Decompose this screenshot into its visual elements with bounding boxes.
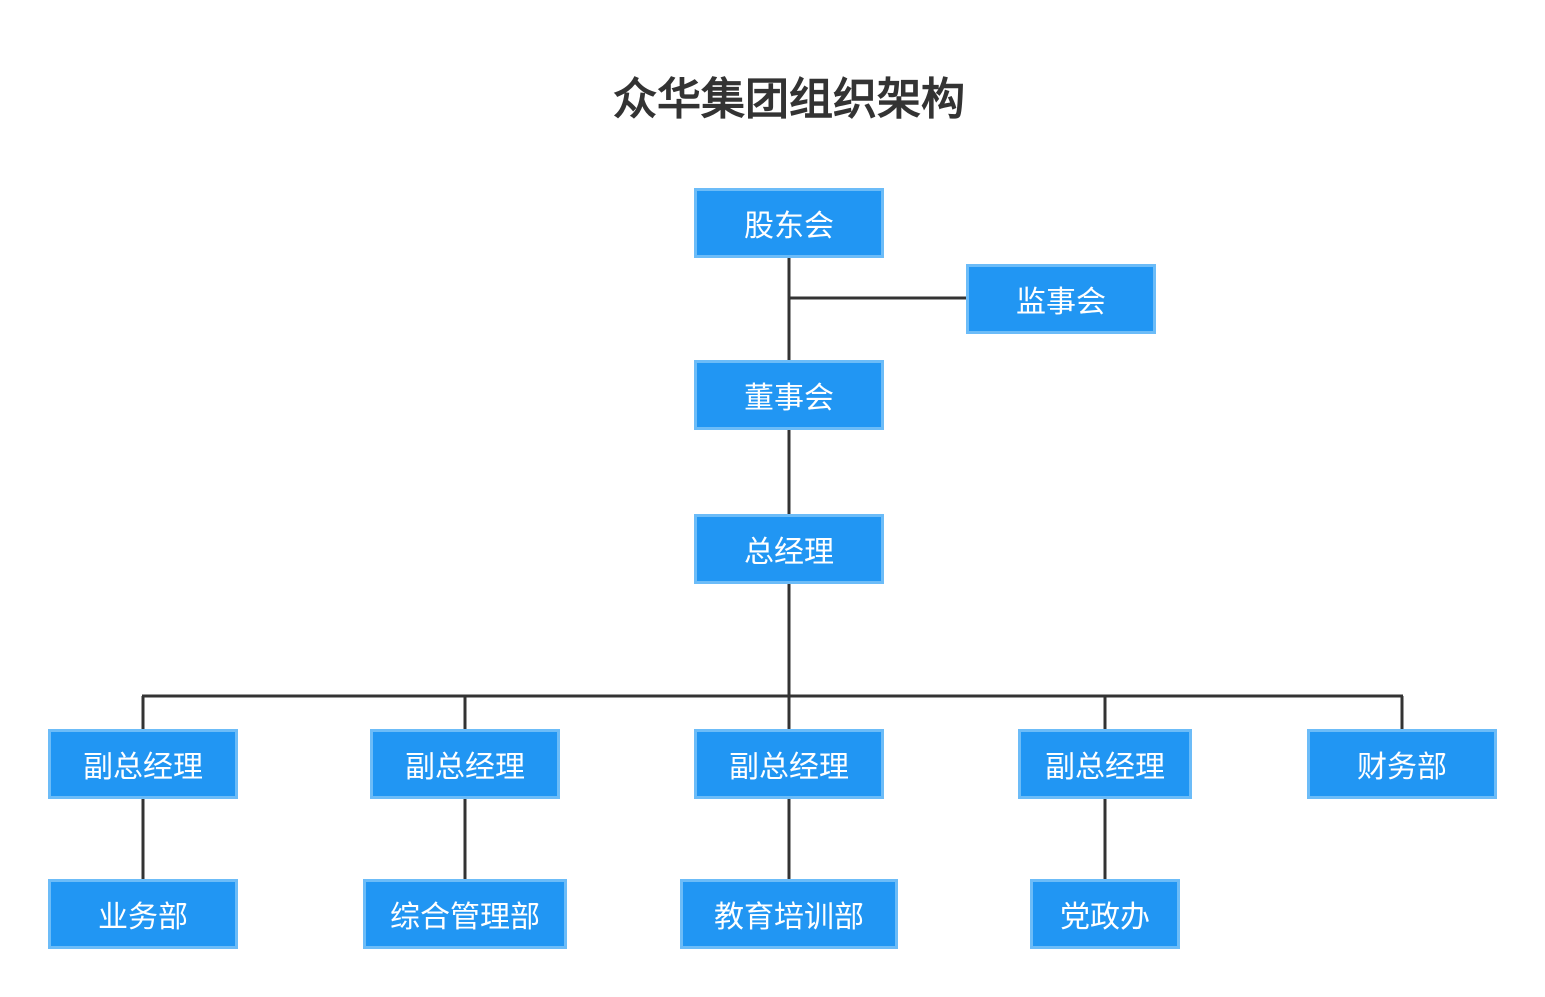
node-education-training[interactable]: 教育培训部 [680,879,898,949]
node-admin-management[interactable]: 综合管理部 [363,879,567,949]
node-business[interactable]: 业务部 [48,879,238,949]
node-deputy-4[interactable]: 副总经理 [1018,729,1192,799]
node-supervisors[interactable]: 监事会 [966,264,1156,334]
node-shareholders[interactable]: 股东会 [694,188,884,258]
node-deputy-1[interactable]: 副总经理 [48,729,238,799]
node-deputy-3[interactable]: 副总经理 [694,729,884,799]
node-party-office[interactable]: 党政办 [1030,879,1180,949]
diagram-title: 众华集团组织架构 [613,74,965,125]
node-board[interactable]: 董事会 [694,360,884,430]
node-finance[interactable]: 财务部 [1307,729,1497,799]
node-general-manager[interactable]: 总经理 [694,514,884,584]
node-deputy-2[interactable]: 副总经理 [370,729,560,799]
